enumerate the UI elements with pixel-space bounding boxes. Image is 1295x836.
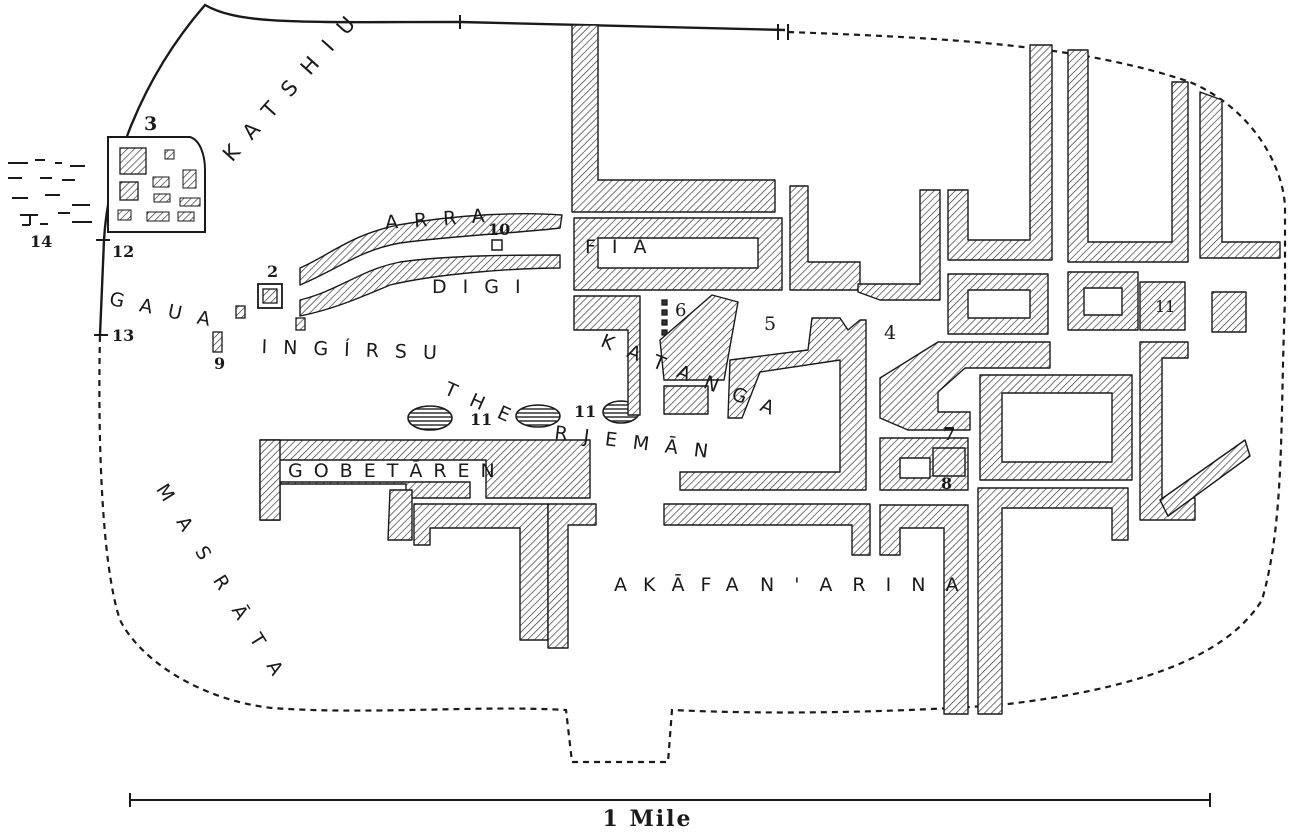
marker-8: 8 xyxy=(941,474,953,493)
outer-ruins xyxy=(8,159,92,226)
label-fia: FIA xyxy=(585,236,663,258)
marker-11-pond-b: 11 xyxy=(574,402,597,421)
block-katanga xyxy=(659,294,739,381)
block-north-col-2 xyxy=(857,189,941,301)
block-north-col-4 xyxy=(1067,49,1189,263)
marker-2: 2 xyxy=(267,262,279,281)
marker-10: 10 xyxy=(488,220,511,239)
block-north-col-3 xyxy=(947,44,1053,261)
block-south-bar-3 xyxy=(977,487,1129,715)
block-east-ring xyxy=(979,374,1133,481)
block-eight xyxy=(932,447,966,477)
block-column-west xyxy=(573,295,641,416)
block-north-col-1 xyxy=(789,185,861,291)
block-south-t-2 xyxy=(547,503,597,649)
marker-12: 12 xyxy=(112,242,135,261)
block-south-bar-1 xyxy=(663,503,871,556)
marker-4: 4 xyxy=(884,322,897,344)
block-far-east-arm xyxy=(1159,439,1251,517)
palace-enclosure xyxy=(107,136,206,233)
ponds xyxy=(407,400,640,431)
scale-bar xyxy=(129,793,1211,807)
block-south-bar-2 xyxy=(879,504,969,715)
block-east-square-1 xyxy=(947,273,1049,335)
block-gobetaren-south xyxy=(387,489,413,541)
block-center-east xyxy=(879,341,1051,431)
marker-11-pond-a: 11 xyxy=(470,410,493,429)
block-north-l xyxy=(571,24,776,213)
block-north-col-5 xyxy=(1199,91,1281,259)
block-east-square-3 xyxy=(1139,281,1186,331)
marker-13: 13 xyxy=(112,326,135,345)
marker-3: 3 xyxy=(144,113,158,135)
scale-label: 1 Mile xyxy=(602,806,693,832)
label-gobetaren: GOBETĀREN xyxy=(288,460,506,482)
small-buildings xyxy=(212,239,668,353)
city-blocks xyxy=(259,24,1281,715)
label-akafa: AKĀFA xyxy=(614,574,755,596)
block-fia xyxy=(573,217,783,291)
block-katanga-l xyxy=(679,317,867,491)
marker-6: 6 xyxy=(675,300,687,321)
block-south-t-1 xyxy=(413,503,549,641)
marker-7: 7 xyxy=(943,424,956,445)
marker-9: 9 xyxy=(214,354,226,373)
block-east-square-2 xyxy=(1067,271,1139,331)
label-digi: DIGI xyxy=(432,276,537,298)
marker-11-east: 11 xyxy=(1155,297,1176,316)
block-arra-band xyxy=(299,213,563,286)
block-digi-band xyxy=(299,254,561,317)
label-narina: N'ARINA xyxy=(760,574,979,596)
marker-14: 14 xyxy=(30,232,53,251)
marker-5: 5 xyxy=(764,313,777,335)
block-east-square-4 xyxy=(1211,291,1247,333)
